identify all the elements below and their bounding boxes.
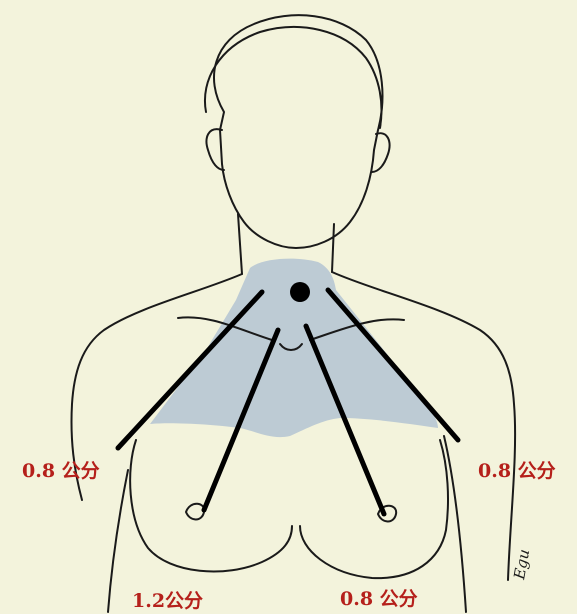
label-right-inner: 0.8 公分 — [340, 590, 418, 609]
head-outline — [214, 15, 382, 248]
right-breast-outline — [300, 440, 448, 578]
left-nipple — [186, 504, 204, 520]
neck-right — [332, 224, 334, 272]
left-torso-side — [108, 470, 128, 612]
right-shoulder — [332, 272, 515, 580]
reference-point — [290, 282, 310, 302]
label-left-inner: 1.2公分 — [132, 592, 203, 611]
label-right-outer: 0.8 公分 — [478, 462, 556, 481]
hair-line — [205, 27, 382, 128]
artist-signature: Egu — [510, 548, 533, 582]
left-breast-outline — [130, 440, 292, 571]
svg-text:Egu: Egu — [510, 548, 533, 582]
neck-left — [238, 214, 242, 274]
label-left-outer: 0.8 公分 — [22, 462, 100, 481]
